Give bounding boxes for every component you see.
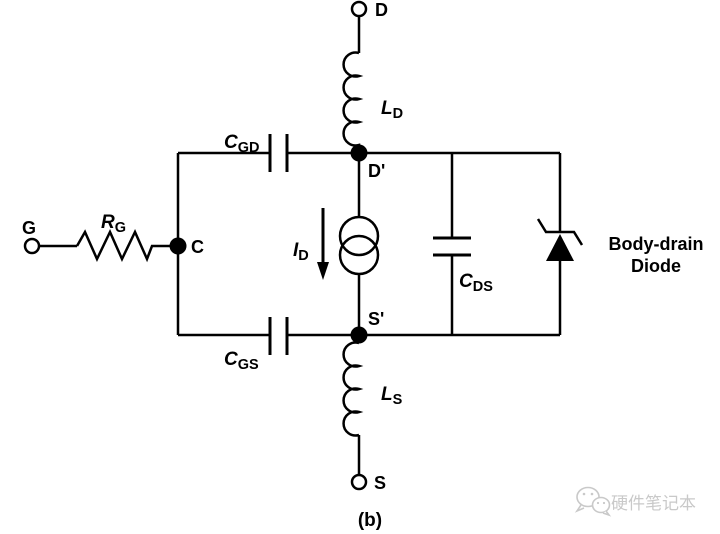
body-diode-label-line1: Body-drain	[608, 234, 703, 254]
wiring	[39, 16, 562, 475]
gate-terminal-circle	[23, 237, 41, 255]
cgd-capacitor	[268, 134, 289, 172]
cgs-capacitor	[268, 317, 289, 355]
wechat-eye	[582, 492, 586, 496]
body-diode-label-line2: Diode	[631, 256, 681, 276]
node-c-label: C	[191, 237, 204, 257]
gate-resistor-zigzag	[75, 229, 178, 263]
wechat-eye	[590, 492, 594, 496]
current-direction-arrow	[317, 208, 329, 280]
rg-label: RG	[101, 212, 126, 236]
watermark-text: 硬件笔记本	[611, 494, 696, 513]
wechat-big-bubble-tail	[574, 504, 585, 513]
wechat-eye	[596, 501, 600, 505]
ls-label: LS	[381, 384, 403, 408]
body-drain-diode	[536, 218, 584, 261]
cds-capacitor	[433, 236, 471, 257]
source-terminal-label: S	[374, 473, 386, 493]
arrow-head	[317, 262, 329, 280]
node-dot-s-prime	[350, 326, 368, 344]
current-source-bottom-circle	[338, 234, 380, 276]
cgd-label: CGD	[224, 132, 259, 156]
source-terminal-circle	[350, 473, 368, 491]
ld-label: LD	[381, 98, 403, 122]
node-d-prime-label: D'	[368, 161, 385, 181]
node-dot-d-prime	[350, 144, 368, 162]
current-source	[338, 215, 380, 276]
cgs-label: CGS	[224, 349, 259, 373]
watermark: 硬件笔记本	[574, 486, 696, 517]
drain-inductor-coil	[342, 51, 364, 153]
current-source-top-circle	[338, 215, 380, 257]
node-dot-c	[169, 237, 187, 255]
drain-terminal-label: D	[375, 0, 388, 20]
cds-label: CDS	[459, 271, 493, 295]
source-inductor-coil	[342, 341, 364, 437]
wechat-small-bubble-tail	[602, 510, 612, 517]
wechat-small-bubble	[591, 496, 611, 514]
figure-label: (b)	[358, 510, 382, 531]
wechat-eye	[602, 501, 606, 505]
diode-triangle	[546, 234, 574, 261]
node-s-prime-label: S'	[368, 309, 384, 329]
wechat-icon	[574, 486, 612, 517]
gate-terminal-label: G	[22, 218, 36, 238]
drain-terminal-circle	[350, 0, 368, 18]
diode-cathode-bar	[536, 218, 584, 246]
id-label: ID	[293, 240, 309, 264]
